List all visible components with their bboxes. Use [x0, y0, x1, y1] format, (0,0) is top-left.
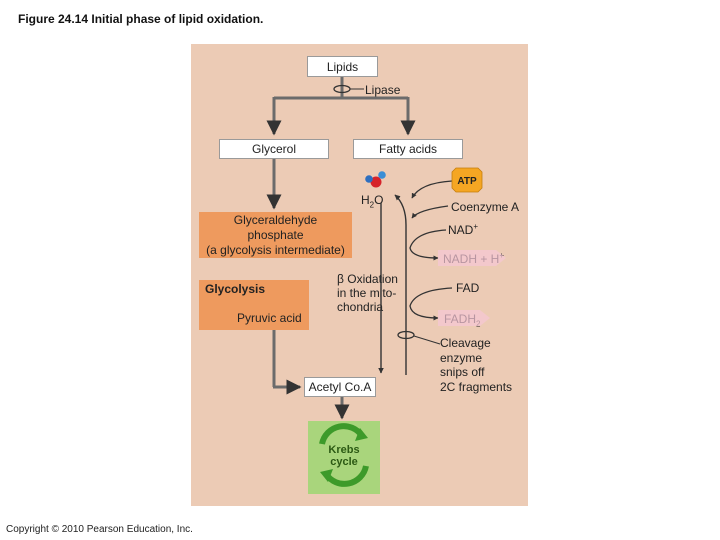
lipids-box: Lipids: [307, 56, 378, 77]
nad-label: NAD+: [448, 222, 478, 237]
cleavage-label: Cleavage enzyme snips off 2C fragments: [440, 336, 512, 394]
nadh-superscript: +: [499, 251, 505, 260]
fatty-acids-label: Fatty acids: [378, 142, 438, 156]
nad-superscript: +: [473, 222, 479, 231]
fad-label: FAD: [456, 281, 480, 295]
h2o-label: H2O: [361, 193, 383, 209]
h2o-h: H: [361, 193, 370, 207]
glycolysis-label: Glycolysis: [205, 282, 266, 296]
cleavage-line-2: enzyme: [440, 350, 483, 365]
beta-oxidation-line-3: chondria: [337, 300, 384, 314]
cleavage-line-4: 2C fragments: [440, 379, 513, 394]
beta-oxidation-line-2: in the mito-: [337, 286, 397, 300]
h2o-subscript: 2: [369, 200, 375, 210]
coenzyme-a-label: Coenzyme A: [451, 200, 520, 214]
krebs-line-1: Krebs: [328, 444, 360, 456]
glycerol-label: Glycerol: [251, 142, 296, 156]
lipids-label: Lipids: [326, 59, 359, 74]
nadh-text: NADH + H: [443, 252, 500, 266]
glycerol-box: Glycerol: [219, 139, 329, 159]
glyceraldehyde-line-3: (a glycolysis intermediate): [206, 243, 345, 257]
nadh-label: NADH + H+: [443, 251, 504, 266]
fatty-acids-box: Fatty acids: [353, 139, 463, 159]
fadh-text: FADH: [444, 312, 477, 326]
glycolysis-box: Glycolysis Pyruvic acid: [199, 280, 309, 330]
fadh2-label: FADH2: [444, 312, 480, 328]
lipase-label: Lipase: [365, 83, 401, 97]
krebs-cycle-label: Krebs cycle: [318, 444, 370, 468]
pyruvic-acid-label: Pyruvic acid: [237, 311, 302, 325]
acetyl-coa-box: Acetyl Co.A: [304, 377, 376, 397]
acetyl-coa-label: Acetyl Co.A: [308, 380, 372, 394]
glyceraldehyde-line-1: Glyceraldehyde: [233, 213, 318, 227]
krebs-line-2: cycle: [330, 456, 358, 468]
beta-oxidation-line-1: β Oxidation: [337, 272, 398, 286]
beta-oxidation-label: β Oxidation in the mito- chondria: [337, 272, 398, 314]
cleavage-line-1: Cleavage: [440, 336, 491, 350]
figure-title: Figure 24.14 Initial phase of lipid oxid…: [18, 12, 264, 26]
h2o-o: O: [374, 193, 384, 207]
copyright-notice: Copyright © 2010 Pearson Education, Inc.: [6, 524, 193, 535]
glyceraldehyde-line-2: phosphate: [247, 228, 304, 242]
glyceraldehyde-box: Glyceraldehyde phosphate (a glycolysis i…: [199, 212, 352, 258]
nad-text: NAD: [448, 223, 474, 237]
fadh-subscript: 2: [476, 319, 481, 329]
cleavage-line-3: snips off: [440, 365, 485, 379]
